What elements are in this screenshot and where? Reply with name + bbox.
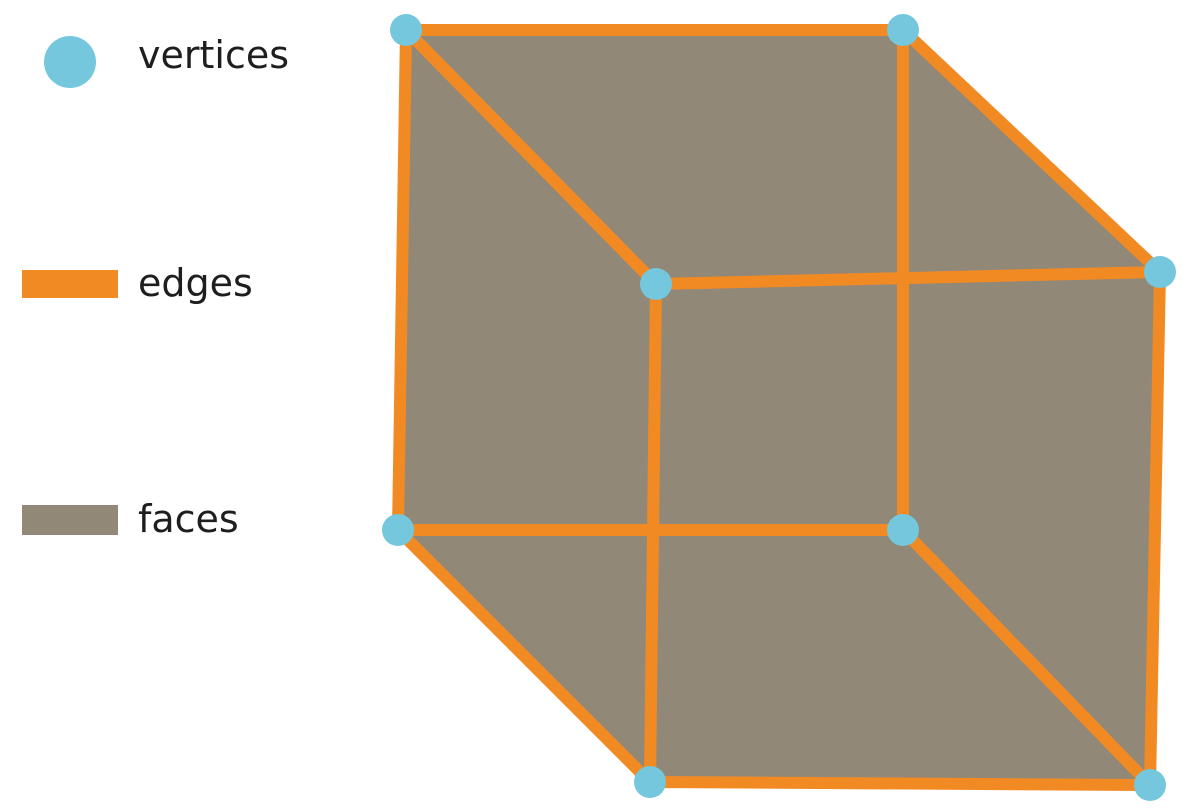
cube-edges (392, 24, 1166, 791)
vertex (887, 514, 919, 546)
edge (392, 24, 412, 536)
edge (1144, 266, 1166, 791)
vertex (887, 14, 919, 46)
edge (392, 524, 656, 788)
vertex (390, 14, 422, 46)
legend-faces-label: faces (138, 497, 239, 541)
vertex (382, 514, 414, 546)
legend-vertices-label: vertices (138, 33, 289, 77)
edge-bar-icon (22, 270, 118, 298)
legend-edges-label: edges (138, 261, 253, 305)
legend: vertices edges faces (22, 33, 289, 541)
face-swatch-icon (22, 505, 118, 535)
edge (400, 24, 662, 290)
edge (644, 776, 1156, 791)
edge (897, 524, 1156, 791)
edge (897, 24, 1166, 278)
vertex (1134, 769, 1166, 801)
vertex (634, 766, 666, 798)
vertex-dot-icon (44, 36, 96, 88)
edge (644, 278, 662, 788)
edge (650, 266, 1166, 290)
cube-vertices (382, 14, 1176, 801)
vertex (640, 268, 672, 300)
vertex (1144, 256, 1176, 288)
